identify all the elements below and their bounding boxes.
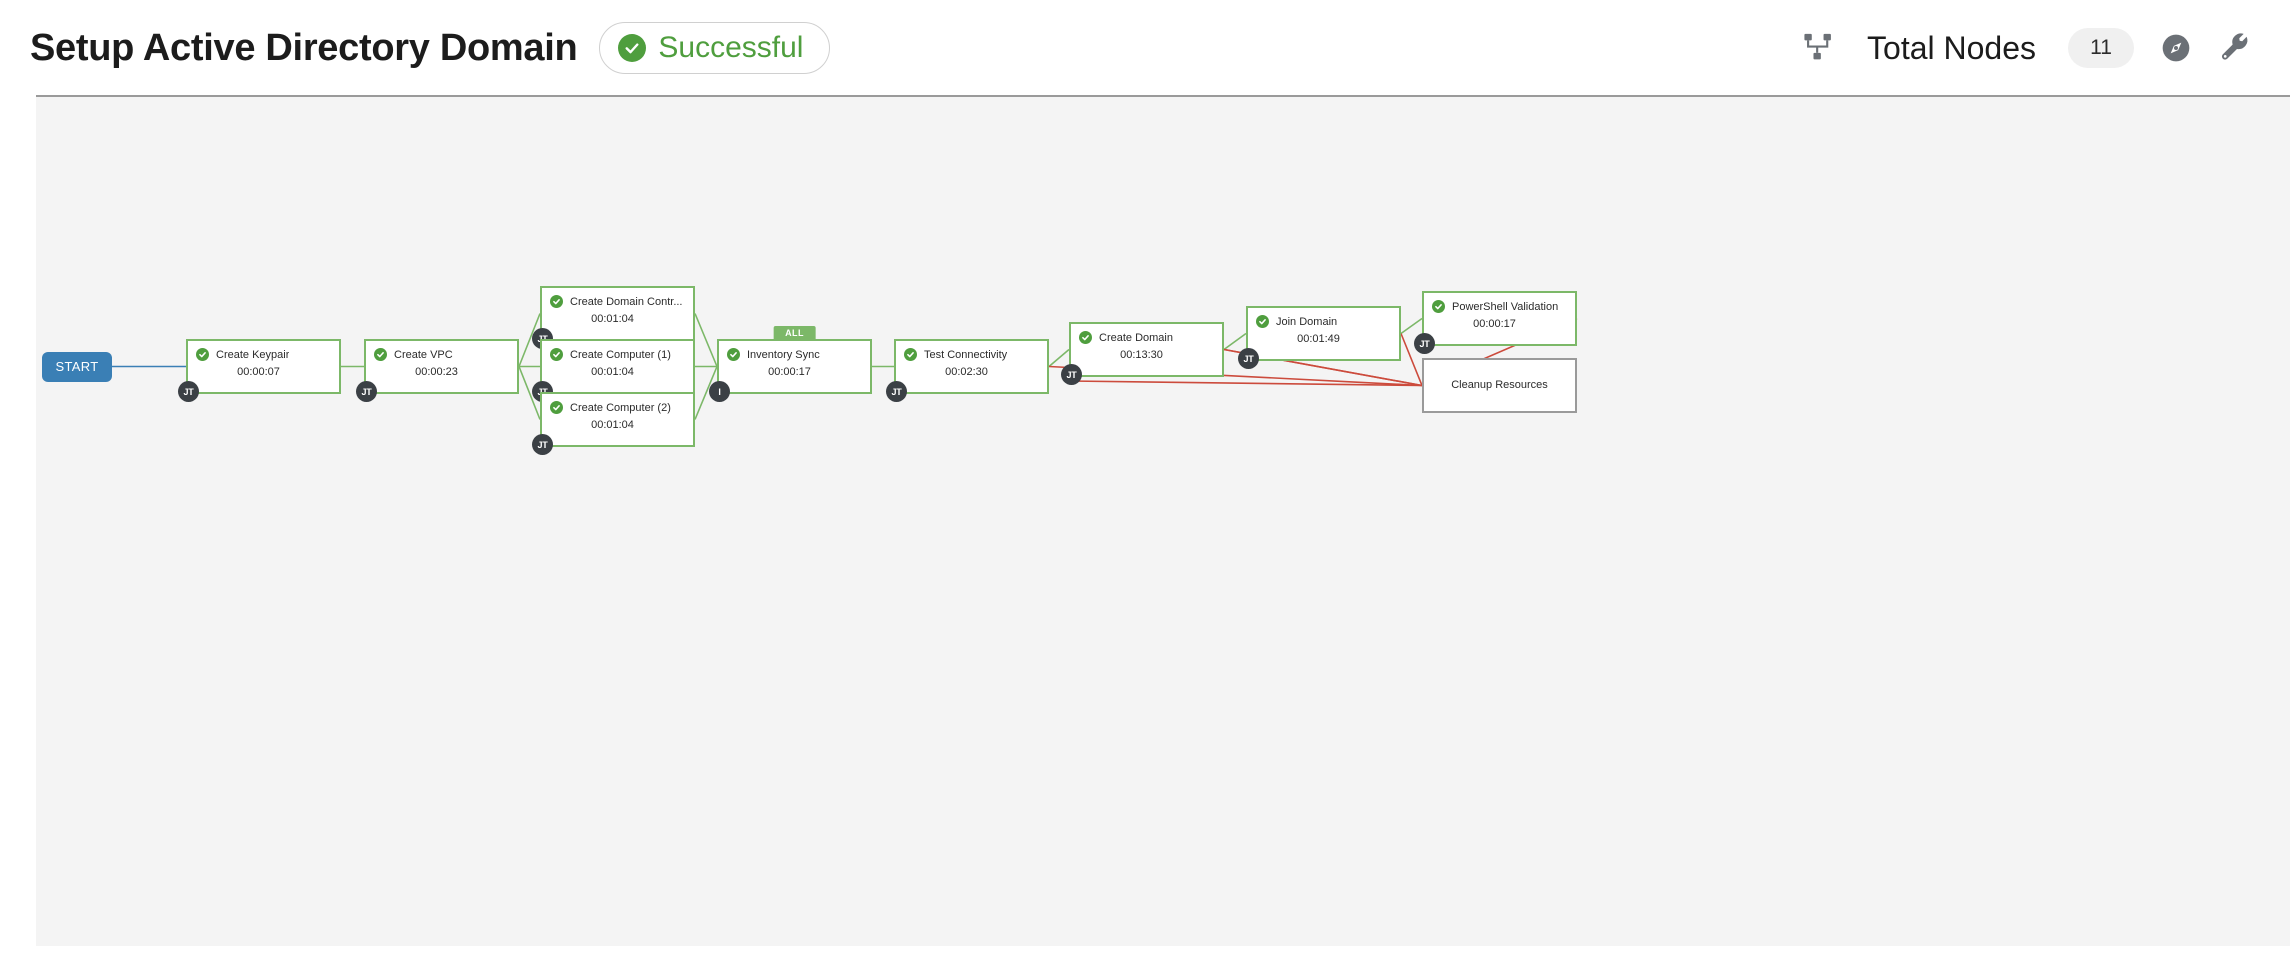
node-title: Create VPC: [394, 348, 453, 361]
check-circle-icon: [550, 401, 563, 414]
node-title: Create Computer (2): [570, 401, 671, 414]
page-title: Setup Active Directory Domain: [30, 26, 578, 69]
node-type-badge: JT: [1061, 364, 1082, 385]
check-circle-icon: [550, 295, 563, 308]
node-elapsed-time: 00:13:30: [1120, 349, 1163, 361]
status-badge: Successful: [599, 22, 831, 74]
node-title: Test Connectivity: [924, 348, 1008, 361]
node-header: Create Domain Contr...: [542, 288, 693, 308]
total-nodes-label: Total Nodes: [1867, 29, 2036, 66]
check-circle-icon: [727, 348, 740, 361]
check-circle-icon: [618, 34, 647, 62]
check-circle-icon: [374, 348, 387, 361]
workflow-edge-failure: [1400, 333, 1423, 386]
node-type-badge: I: [709, 381, 730, 402]
workflow-edge-failure: [1068, 380, 1423, 387]
start-node[interactable]: START: [42, 351, 112, 382]
node-elapsed-time: 00:00:07: [237, 366, 280, 378]
node-elapsed-time: 00:00:23: [415, 366, 458, 378]
node-title: Create Keypair: [216, 348, 290, 361]
node-header: Inventory Sync: [719, 341, 870, 361]
node-elapsed-time: 00:00:17: [1473, 318, 1516, 330]
page-header: Setup Active Directory Domain Successful…: [0, 0, 2290, 96]
node-header: Test Connectivity: [896, 341, 1047, 361]
workflow-node-cleanup-resources[interactable]: Cleanup Resources: [1422, 358, 1577, 413]
node-type-badge: JT: [532, 434, 553, 455]
workflow-edge-success: [694, 313, 718, 367]
node-elapsed-time: 00:01:04: [591, 419, 634, 431]
workflow-edge-success: [518, 313, 541, 367]
check-circle-icon: [1256, 315, 1269, 328]
check-circle-icon: [904, 348, 917, 361]
compass-icon[interactable]: [2160, 32, 2192, 64]
workflow-edge-success: [1223, 332, 1247, 351]
node-elapsed-time: 00:02:30: [945, 366, 988, 378]
node-header: Create Computer (2): [542, 394, 693, 414]
node-title: Cleanup Resources: [1451, 379, 1548, 391]
node-elapsed-time: 00:01:04: [591, 313, 634, 325]
node-elapsed-time: 00:01:04: [591, 366, 634, 378]
workflow-edge-success: [1048, 348, 1070, 368]
hierarchy-icon[interactable]: [1803, 31, 1837, 65]
node-type-badge: JT: [1238, 348, 1259, 369]
check-circle-icon: [550, 348, 563, 361]
check-circle-icon: [1432, 300, 1445, 313]
workflow-edge-success: [694, 366, 718, 420]
header-divider: [36, 95, 2290, 97]
status-label: Successful: [658, 31, 804, 64]
node-elapsed-time: 00:00:17: [768, 366, 811, 378]
node-type-badge: JT: [1414, 333, 1435, 354]
convergence-badge: ALL: [773, 326, 816, 341]
node-title: Create Computer (1): [570, 348, 671, 361]
node-type-badge: JT: [356, 381, 377, 402]
header-right-group: Total Nodes 11: [1803, 28, 2252, 68]
node-header: Create Domain: [1071, 324, 1222, 344]
node-title: Create Domain Contr...: [570, 295, 683, 308]
workflow-edge-success: [1400, 317, 1423, 335]
node-header: Join Domain: [1248, 308, 1399, 328]
workflow-edge-success: [518, 366, 541, 420]
node-type-badge: JT: [886, 381, 907, 402]
node-title: Join Domain: [1276, 315, 1338, 328]
node-title: PowerShell Validation: [1452, 300, 1559, 313]
node-type-badge: JT: [178, 381, 199, 402]
check-circle-icon: [196, 348, 209, 361]
total-nodes-count-badge: 11: [2068, 28, 2134, 68]
node-header: Create Computer (1): [542, 341, 693, 361]
node-header: PowerShell Validation: [1424, 293, 1575, 313]
node-elapsed-time: 00:01:49: [1297, 333, 1340, 345]
node-title: Inventory Sync: [747, 348, 820, 361]
header-left-group: Setup Active Directory Domain Successful: [30, 22, 831, 74]
node-header: Create VPC: [366, 341, 517, 361]
node-header: Create Keypair: [188, 341, 339, 361]
node-title: Create Domain: [1099, 331, 1173, 344]
workflow-edge-layer: [112, 313, 1578, 420]
check-circle-icon: [1079, 331, 1092, 344]
wrench-icon[interactable]: [2218, 31, 2252, 65]
